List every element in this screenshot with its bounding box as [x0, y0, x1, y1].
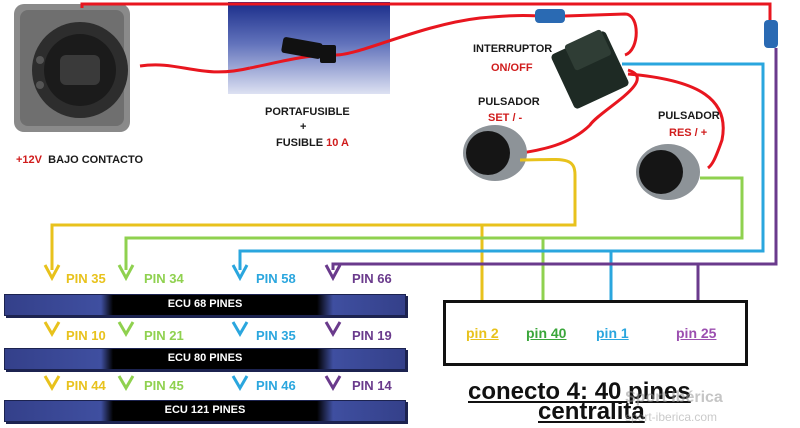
- ecu-80-label: ECU 80 PINES: [167, 352, 243, 364]
- arrow-down-icon: [43, 264, 342, 391]
- push-button-icon: [463, 125, 700, 200]
- ecu-68-label: ECU 68 PINES: [167, 298, 243, 310]
- power-wires: [80, 2, 772, 170]
- light-switch-knob-icon: [14, 4, 130, 132]
- ecu121-pin-c: PIN 46: [256, 378, 296, 393]
- connector-pin-a: pin 2: [466, 325, 499, 341]
- ecu121-pin-d: PIN 14: [352, 378, 392, 393]
- ecu80-pin-d: PIN 19: [352, 328, 392, 343]
- ecu-121-label: ECU 121 PINES: [164, 404, 246, 416]
- ecu121-pin-a: PIN 44: [66, 378, 106, 393]
- ecu68-pin-b: PIN 34: [144, 271, 184, 286]
- connector-pin-d: pin 25: [676, 325, 717, 341]
- connector-pin-c: pin 1: [596, 325, 629, 341]
- ignition-label: BAJO CONTACTO: [48, 154, 144, 166]
- button2-subtitle: RES / +: [669, 127, 708, 139]
- fuse-rating-label: FUSIBLE 10 A: [276, 137, 349, 149]
- fuse-holder-icon: [249, 37, 336, 70]
- connector-box: [443, 300, 748, 366]
- button1-subtitle: SET / -: [488, 112, 523, 124]
- fuse-plus-label: +: [300, 121, 307, 133]
- ecu68-pin-d: PIN 66: [352, 271, 392, 286]
- inline-fuse-icon: [535, 9, 778, 48]
- connector-subtitle: centralita: [538, 398, 645, 425]
- fuse-word: FUSIBLE: [276, 137, 324, 149]
- connector-title: conecto 4: 40 pines: [468, 378, 691, 405]
- ecu80-pin-a: PIN 10: [66, 328, 106, 343]
- ecu68-pin-a: PIN 35: [66, 271, 106, 286]
- ecu-68-bar: ECU 68 PINES: [4, 294, 406, 316]
- voltage-label: +12V: [16, 154, 42, 166]
- ecu-80-bar: ECU 80 PINES: [4, 348, 406, 370]
- watermark-text: Sport Ibérica: [625, 389, 723, 406]
- fuse-amps: 10 A: [326, 137, 349, 149]
- ecu68-pin-c: PIN 58: [256, 271, 296, 286]
- switch-title: INTERRUPTOR: [473, 43, 553, 55]
- button1-title: PULSADOR: [478, 96, 540, 108]
- ecu-121-bar: ECU 121 PINES: [4, 400, 406, 422]
- ecu80-pin-b: PIN 21: [144, 328, 184, 343]
- light-switch-label: +12V BAJO CONTACTO: [16, 154, 143, 166]
- switch-subtitle: ON/OFF: [491, 62, 533, 74]
- watermark-url: sport-iberica.com: [625, 410, 718, 424]
- button2-title: PULSADOR: [658, 110, 720, 122]
- rocker-switch-icon: [551, 29, 629, 109]
- ecu121-pin-b: PIN 45: [144, 378, 184, 393]
- connector-pin-b: pin 40: [526, 325, 567, 341]
- ecu80-pin-c: PIN 35: [256, 328, 296, 343]
- fuse-holder-label: PORTAFUSIBLE: [265, 106, 350, 118]
